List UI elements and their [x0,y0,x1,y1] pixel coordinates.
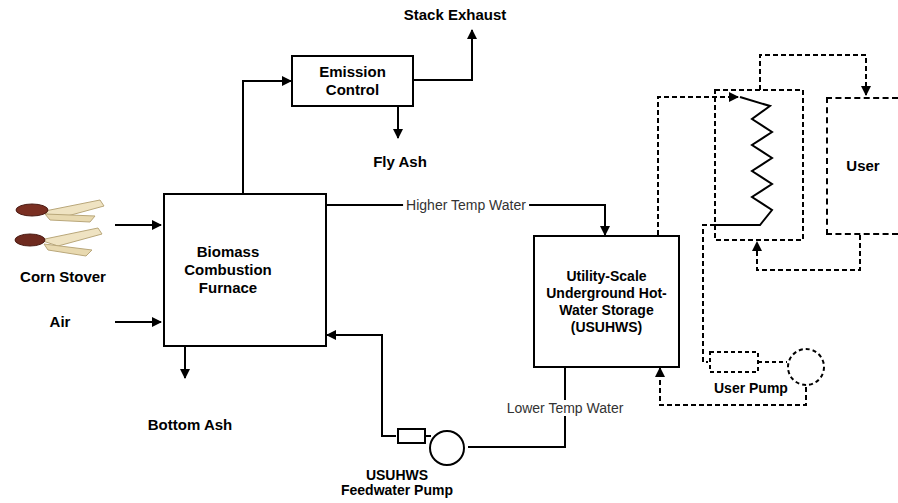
flow-label: Lower Temp Water [504,400,627,416]
exchanger-coil [715,97,772,225]
ash-arrow [184,347,186,378]
node-label: Biomass Combustion Furnace [165,243,291,297]
stream-label: Bottom Ash [148,416,232,434]
pump-icon [396,427,468,467]
exhaust-arrow [410,30,472,80]
flow-line [243,81,291,193]
stream-label: Fly Ash [373,153,427,171]
air-arrow [115,321,161,323]
flow-line [327,335,396,436]
loop-pipe [757,235,860,270]
storage-box: Utility-Scale Underground Hot-Water Stor… [533,235,680,368]
node-label: USUHWS Feedwater Pump [335,468,459,498]
stream-label: Stack Exhaust [404,6,507,24]
feed-arrow [115,224,161,226]
pump-symbol: USUHWS Feedwater Pump [396,427,468,467]
pump-symbol: User Pump [708,345,826,387]
furnace-box: Biomass Combustion Furnace [163,193,327,347]
node-label: Emission Control [293,63,412,99]
stream-label: Air [50,313,71,331]
node-label: User [842,157,883,175]
user-box: User [826,97,898,235]
node-label: Utility-Scale Underground Hot-Water Stor… [535,268,678,336]
node-label: User Pump [714,381,788,396]
loop-pipe [703,225,715,362]
ash-arrow [397,107,399,138]
loop-pipe [658,97,738,235]
flow-label: Higher Temp Water [403,197,529,213]
loop-pipe [760,55,866,95]
flow-line [660,368,806,405]
heat-exchanger [715,90,803,240]
corn-stover-illustration [15,200,104,256]
process-box: Emission Control [291,55,414,107]
stream-label: Corn Stover [20,268,106,286]
